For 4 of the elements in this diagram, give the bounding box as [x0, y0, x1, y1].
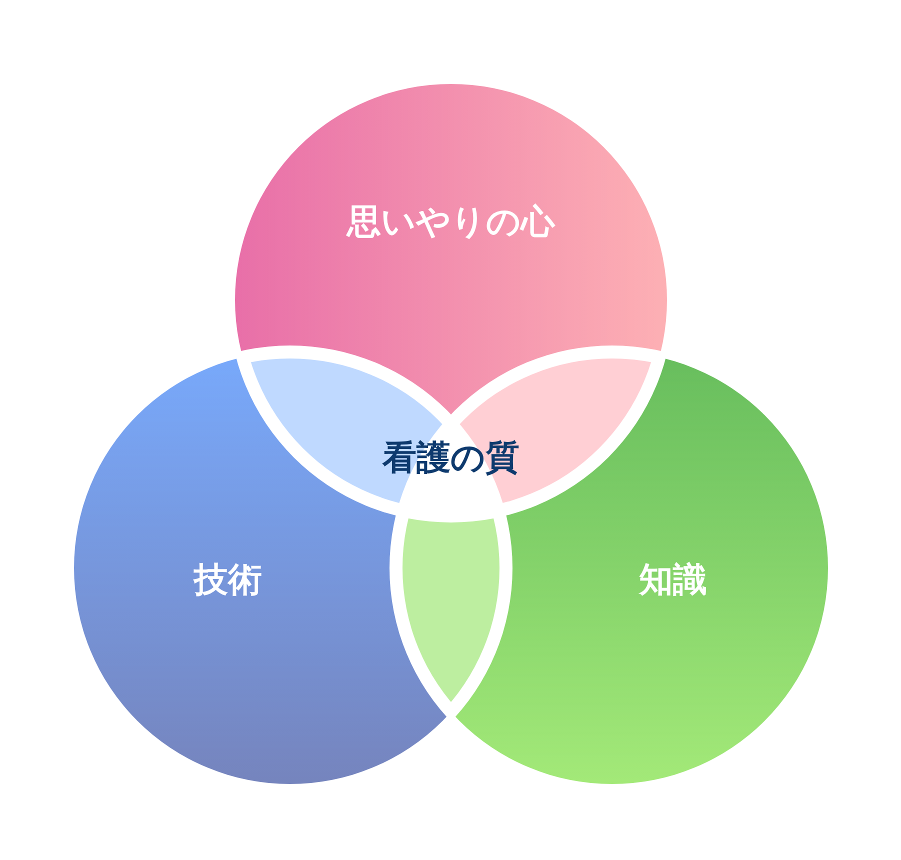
circle-label: 技術: [194, 557, 262, 603]
circle-label: 思いやりの心: [347, 199, 555, 245]
circle-label: 知識: [639, 557, 707, 603]
center-label: 看護の質: [382, 435, 520, 481]
